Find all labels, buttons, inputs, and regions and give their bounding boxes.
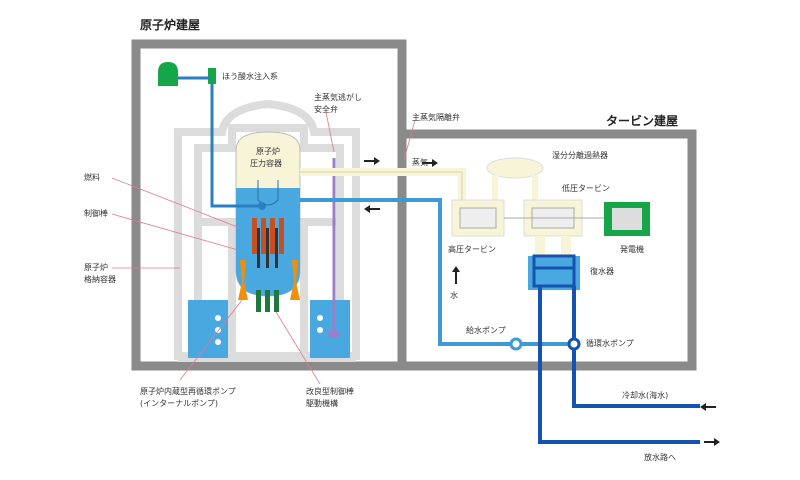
generator-label: 発電機 xyxy=(620,245,644,254)
main-steam-isolation-label: 主蒸気隔離弁 xyxy=(412,113,460,122)
boric-acid-tank xyxy=(158,62,178,86)
suppression-pool-right xyxy=(310,300,350,358)
containment-label-1: 原子炉 xyxy=(84,263,108,272)
boric-acid-pump xyxy=(208,68,216,84)
control-rod-drives xyxy=(256,290,279,312)
steam-label: 蒸気 xyxy=(412,158,428,167)
relief-valve-label-1: 主蒸気逃がし xyxy=(314,93,362,102)
turbine-building-title: タービン建屋 xyxy=(606,114,679,128)
water-label: 水 xyxy=(450,291,458,300)
internal-pump-left xyxy=(238,260,248,300)
feedwater-pump-label: 給水ポンプ xyxy=(466,326,506,335)
condenser xyxy=(528,256,580,290)
suppression-pool-left xyxy=(188,300,228,358)
containment-floor xyxy=(178,352,356,362)
msr-label: 湿分分離過熱器 xyxy=(552,151,608,160)
steam-separator xyxy=(257,180,279,206)
feedwater-pipe xyxy=(300,198,570,346)
flow-arrows xyxy=(364,157,720,446)
boric-acid-pipe xyxy=(178,76,262,208)
vent-holes xyxy=(215,315,323,345)
internal-pump-label-2: (インターナルポンプ) xyxy=(140,399,219,408)
discharge-label: 放水路へ xyxy=(644,453,676,462)
fuel-label: 燃料 xyxy=(84,173,100,182)
circulating-pump-label: 循環水ポンプ xyxy=(586,339,634,348)
cooling-water-label: 冷却水(海水) xyxy=(622,391,669,400)
crd-label-1: 改良型制御棒 xyxy=(306,387,354,396)
intake-pipe xyxy=(572,286,700,408)
leader-lines xyxy=(111,111,416,385)
crd-label-2: 駆動機構 xyxy=(306,399,338,408)
control-rod-label: 制御棒 xyxy=(84,209,108,218)
containment-label-2: 格納容器 xyxy=(84,275,116,284)
main-steam-pipe xyxy=(300,168,466,210)
control-rods xyxy=(257,228,278,268)
hp-turbine-label: 高圧タービン xyxy=(448,245,496,254)
feedwater-pump xyxy=(509,337,523,351)
circulating-water-pump xyxy=(567,337,581,351)
boric-acid-injection-label: ほう酸水注入系 xyxy=(222,72,278,81)
fuel-assemblies xyxy=(252,218,284,254)
turbine-building-wall xyxy=(397,129,697,371)
internal-pump-label-1: 原子炉内蔵型再循環ポンプ xyxy=(140,387,236,396)
moisture-separator-reheater xyxy=(486,157,544,179)
reactor-building-title: 原子炉建屋 xyxy=(140,18,201,32)
relief-valve-label-2: 安全弁 xyxy=(314,105,338,114)
lp-turbine-label: 低圧タービン xyxy=(562,184,610,193)
pressure-vessel-label-2: 圧力容器 xyxy=(250,159,282,168)
condenser-label: 復水器 xyxy=(590,267,614,276)
internal-pump-right xyxy=(290,260,300,300)
discharge-pipe xyxy=(538,286,700,444)
containment-vessel xyxy=(174,99,360,360)
pressure-vessel-label-1: 原子炉 xyxy=(256,147,280,156)
hp-turbine xyxy=(459,207,497,229)
